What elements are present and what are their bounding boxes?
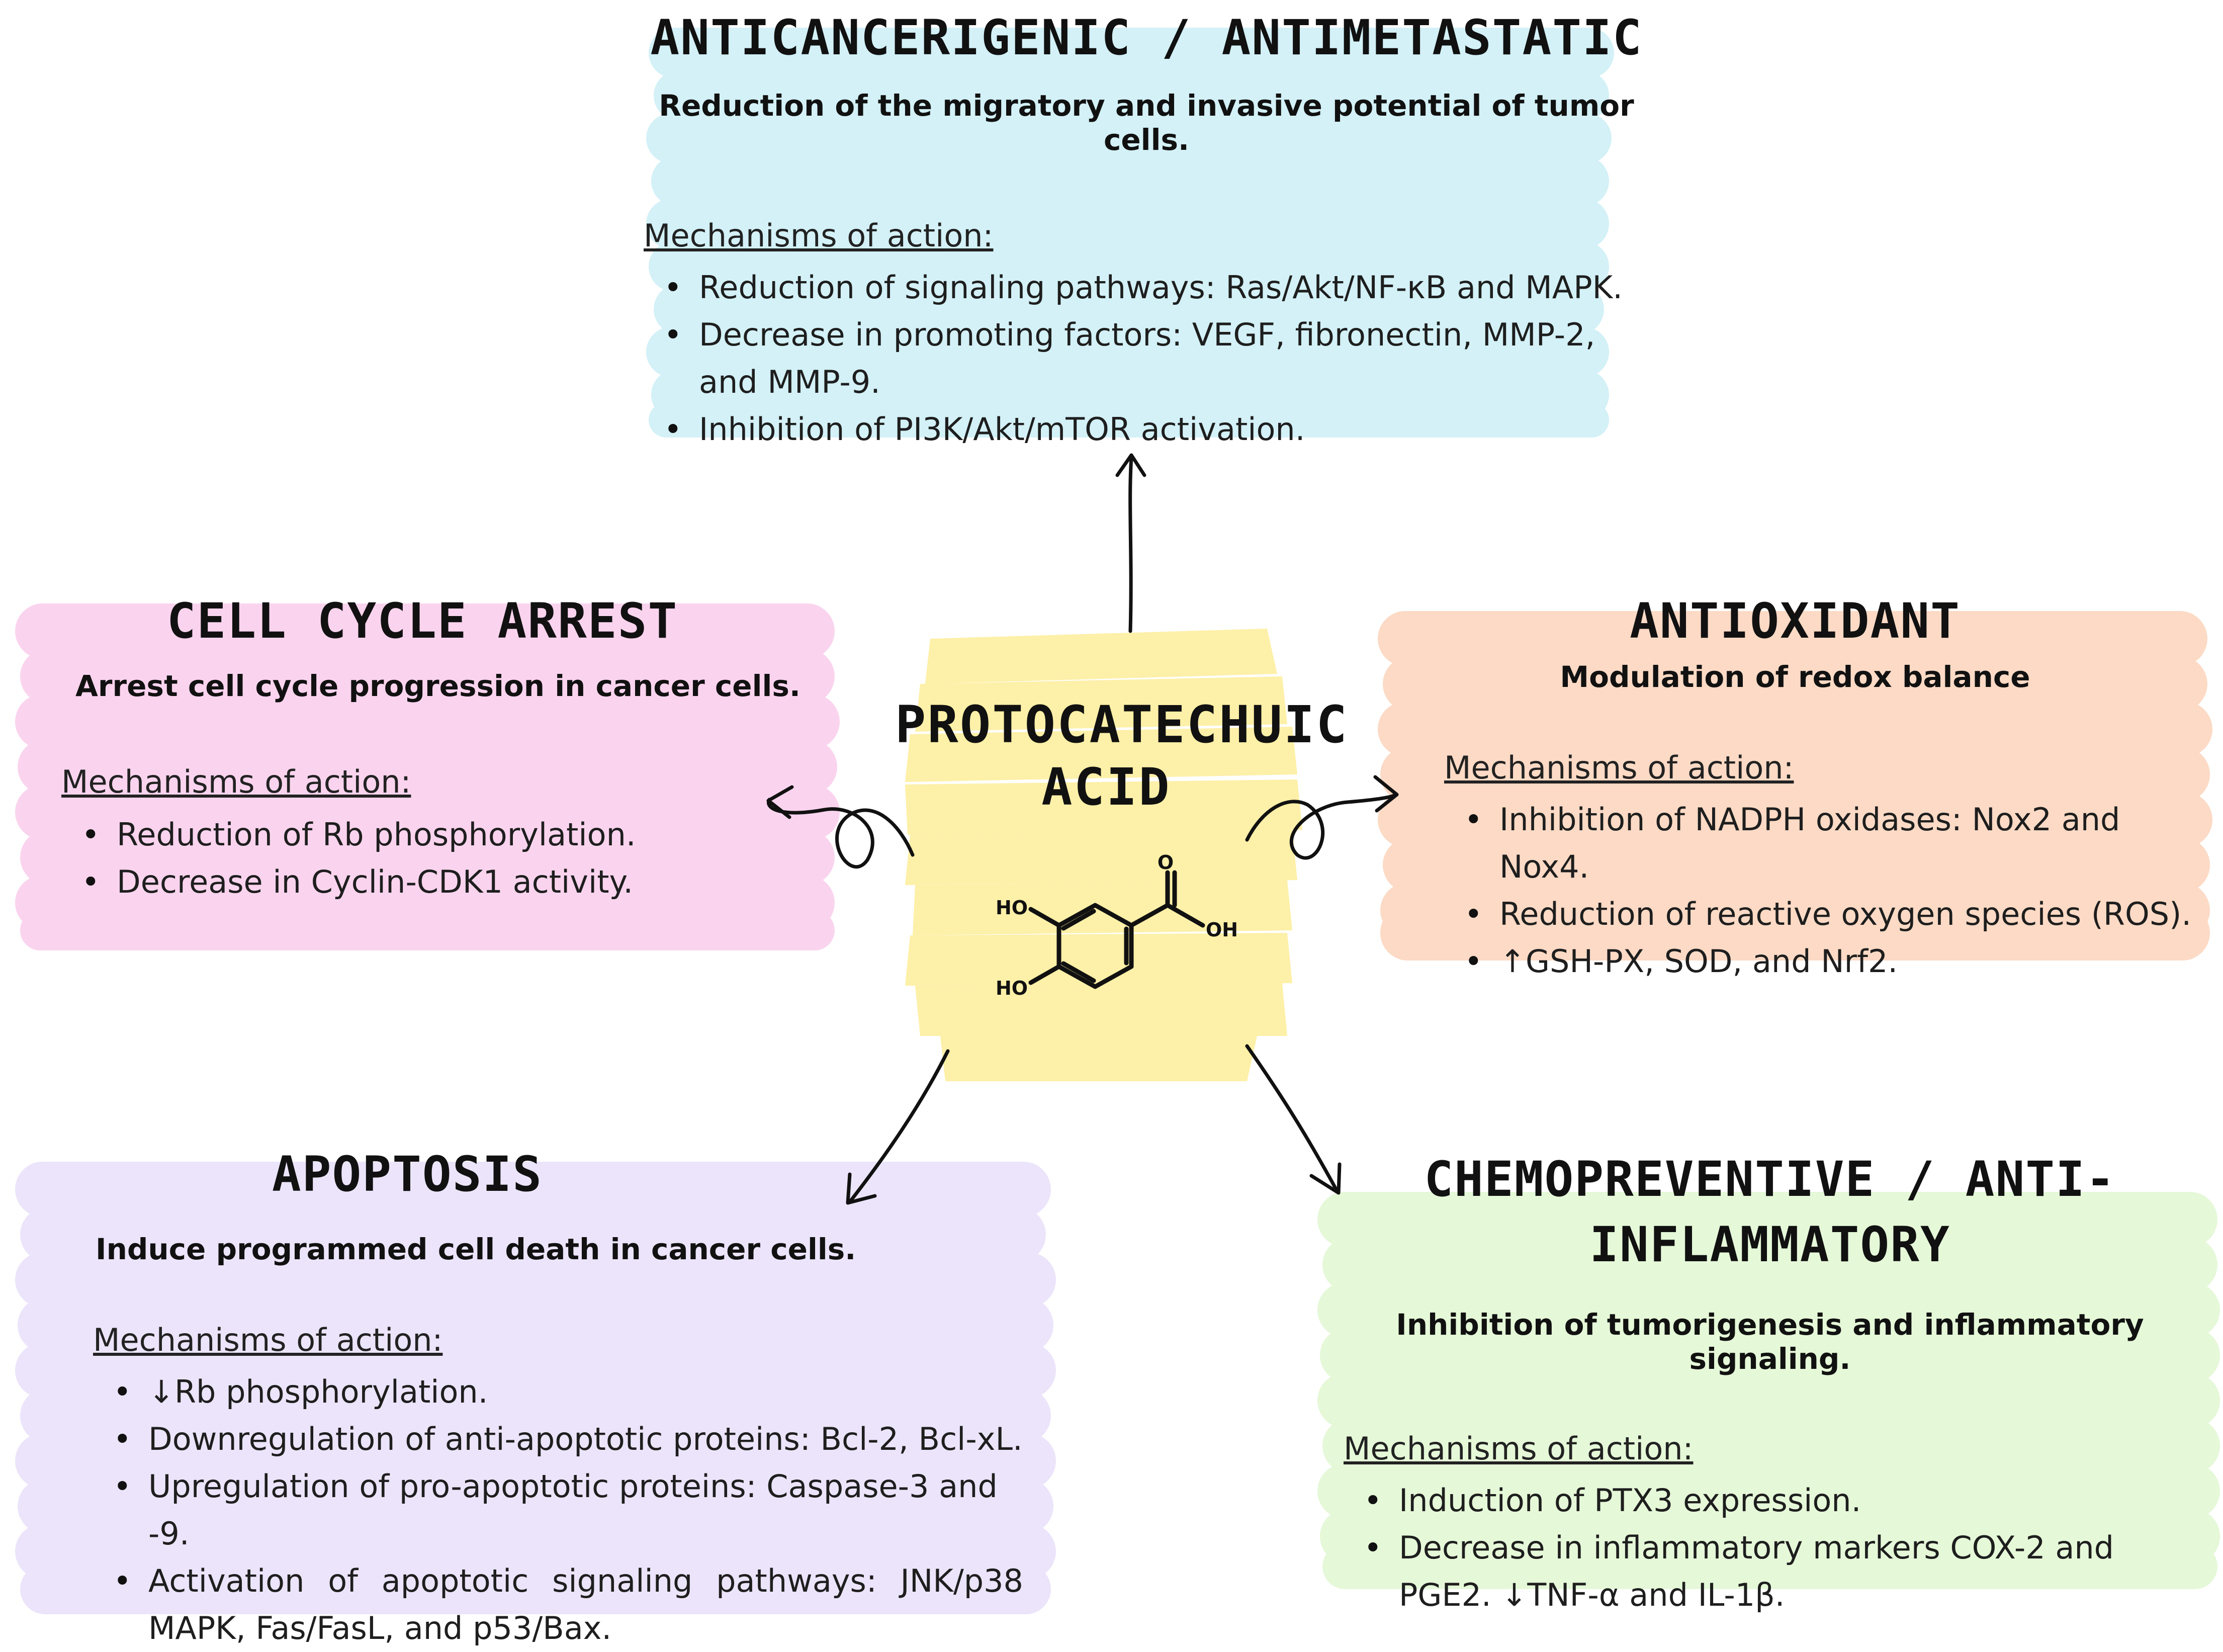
molecule-label-oh: OH [1206,919,1238,941]
chemopreventive-lead: Inhibition of tumorigenesis and inflamma… [1396,1308,2144,1376]
mechanism-item: Decrease in promoting factors: VEGF, fib… [664,311,1614,406]
mechanism-item: Reduction of reactive oxygen species (RO… [1464,891,2202,938]
anticancerigenic-mechanism-list: Reduction of signaling pathways: Ras/Akt… [664,264,1649,453]
mechanism-item: Upregulation of pro-apoptotic proteins: … [113,1463,1023,1557]
molecule-structure-icon [1028,870,1205,989]
center-compound-title: PROTOCATECHUIC ACID [895,694,1349,819]
mechanism-item: Activation of apoptotic signaling pathwa… [113,1557,1023,1652]
apoptosis-lead: Induce programmed cell death in cancer c… [96,1232,856,1266]
antioxidant-mechanisms-label: Mechanisms of action: [1444,749,1794,786]
cell-cycle-arrest-mechanisms-label: Mechanisms of action: [61,763,411,800]
mechanism-item: Decrease in Cyclin-CDK1 activity. [81,858,825,906]
apoptosis-section: APOPTOSIS Induce programmed cell death i… [20,1142,1046,1652]
center-title-line-2: ACID [1041,757,1171,817]
anticancerigenic-mechanisms-label: Mechanisms of action: [644,217,994,254]
antioxidant-mechanism-list: Inhibition of NADPH oxidases: Nox2 and N… [1464,796,2202,985]
apoptosis-mechanism-list: ↓Rb phosphorylation. Downregulation of a… [113,1368,1023,1652]
mechanism-item: Reduction of signaling pathways: Ras/Akt… [664,264,1649,311]
cell-cycle-arrest-mechanism-list: Reduction of Rb phosphorylation. Decreas… [81,811,825,906]
mechanism-item: ↓Rb phosphorylation. [113,1368,1023,1416]
mechanism-item: Induction of PTX3 expression. [1364,1477,2222,1524]
cell-cycle-arrest-section: CELL CYCLE ARREST Arrest cell cycle prog… [20,588,825,906]
mechanism-item: ↑GSH-PX, SOD, and Nrf2. [1464,938,2202,985]
chemopreventive-mechanisms-label: Mechanisms of action: [1344,1430,1694,1467]
chemopreventive-mechanism-list: Induction of PTX3 expression. Decrease i… [1364,1477,2222,1619]
antioxidant-lead: Modulation of redox balance [1560,660,2030,694]
antioxidant-title: ANTIOXIDANT [1630,593,1961,649]
arrow-to-right [1245,775,1399,860]
mechanism-item: Inhibition of PI3K/Akt/mTOR activation. [664,406,1649,453]
arrow-to-bottom-left [846,1049,950,1205]
molecule-label-ho-top: HO [996,897,1028,919]
cell-cycle-arrest-title: CELL CYCLE ARREST [166,593,678,649]
anticancerigenic-lead: Reduction of the migratory and invasive … [659,89,1634,157]
center-title-line-1: PROTOCATECHUIC [895,695,1349,755]
anticancerigenic-section: ANTICANCERIGENIC / ANTIMETASTATIC Reduct… [644,5,1649,453]
chemopreventive-section: CHEMOPREVENTIVE / ANTI-INFLAMMATORY Inhi… [1317,1147,2222,1619]
mechanism-item: Decrease in inflammatory markers COX-2 a… [1364,1524,2183,1619]
arrow-to-bottom-right [1245,1044,1342,1195]
molecule-label-o: O [1158,851,1174,874]
cell-cycle-arrest-lead: Arrest cell cycle progression in cancer … [75,669,801,703]
chemopreventive-title: CHEMOPREVENTIVE / ANTI-INFLAMMATORY [1424,1151,2116,1273]
molecule-label-ho-bottom: HO [996,977,1028,999]
mechanism-item: Downregulation of anti-apoptotic protein… [113,1416,1023,1463]
mechanism-item: Inhibition of NADPH oxidases: Nox2 and N… [1464,796,2202,891]
arrow-to-top [1115,453,1146,633]
antioxidant-section: ANTIOXIDANT Modulation of redox balance … [1388,588,2202,985]
anticancerigenic-title: ANTICANCERIGENIC / ANTIMETASTATIC [650,10,1643,66]
mechanism-item: Reduction of Rb phosphorylation. [81,811,825,858]
apoptosis-title: APOPTOSIS [272,1146,543,1202]
apoptosis-mechanisms-label: Mechanisms of action: [93,1322,443,1358]
